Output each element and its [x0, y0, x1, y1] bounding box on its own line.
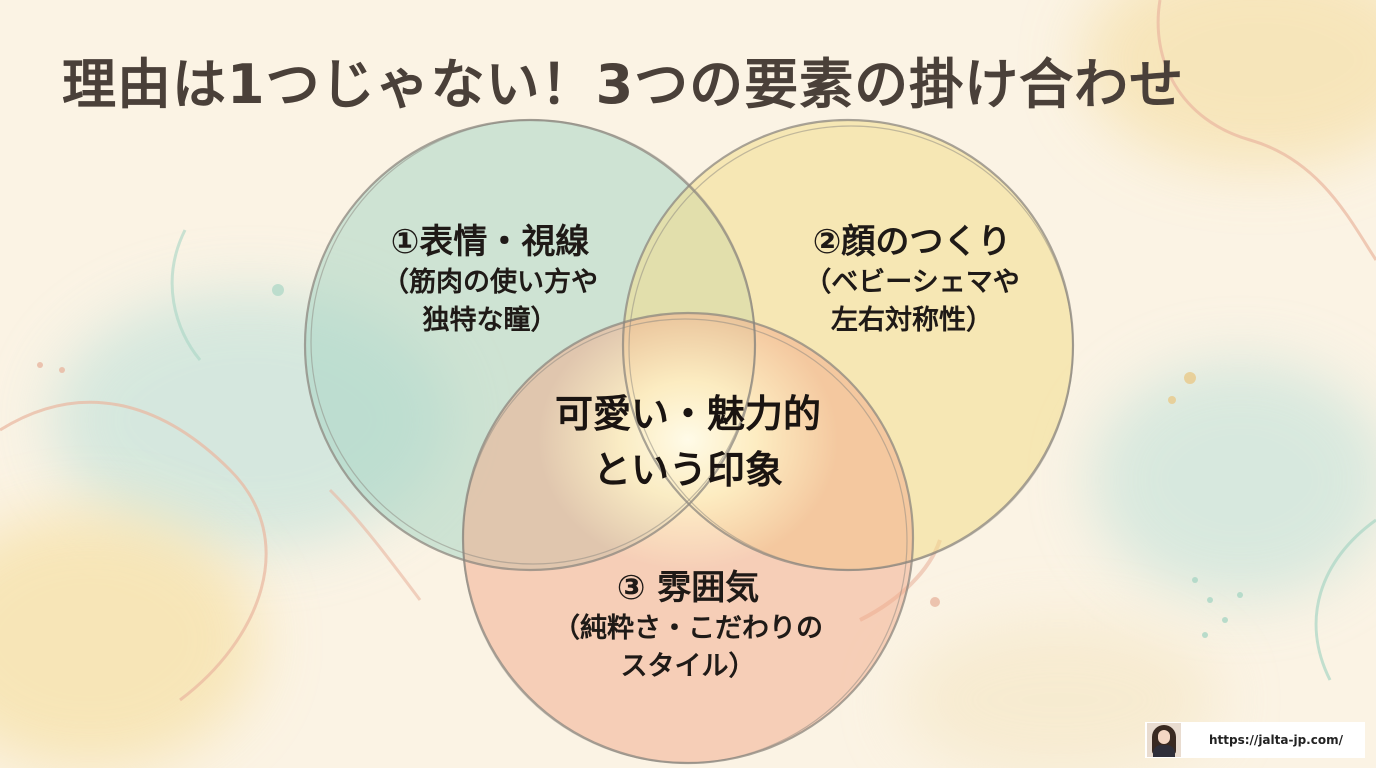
label-atmosphere-heading: ③ 雰囲気: [616, 568, 760, 608]
label-expression-heading: ①表情・視線: [390, 222, 590, 262]
label-expression-detail-line1: （筋肉の使い方や: [382, 267, 598, 298]
page-title: 理由は1つじゃない！3つの要素の掛け合わせ: [62, 53, 1185, 116]
label-atmosphere: ③ 雰囲気 （純粋さ・こだわりの スタイル）: [488, 566, 888, 686]
label-face-structure-detail-line2: 左右対称性）: [831, 305, 993, 336]
site-credit: https://jalta-jp.com/: [1145, 722, 1365, 758]
center-glow: [538, 310, 838, 570]
label-expression-gaze: ①表情・視線 （筋肉の使い方や 独特な瞳）: [290, 220, 690, 340]
center-impression-line2: という印象: [592, 448, 783, 492]
label-expression-detail-line2: 独特な瞳）: [422, 305, 558, 336]
label-atmosphere-detail-line2: スタイル）: [620, 651, 756, 682]
site-url-link[interactable]: https://jalta-jp.com/: [1209, 733, 1343, 747]
center-impression-label: 可愛い・魅力的 という印象: [488, 386, 888, 498]
avatar: [1147, 723, 1181, 757]
venn-outline-atmosphere-sketch: [462, 318, 908, 764]
label-face-structure: ②顔のつくり （ベビーシェマや 左右対称性）: [712, 220, 1112, 340]
label-atmosphere-detail-line1: （純粋さ・こだわりの: [553, 613, 823, 644]
label-face-structure-heading: ②顔のつくり: [812, 222, 1012, 262]
label-face-structure-detail-line1: （ベビーシェマや: [804, 267, 1020, 298]
center-impression-line1: 可愛い・魅力的: [554, 392, 821, 436]
venn-outline-face-structure-sketch: [628, 125, 1074, 571]
venn-outline-expression-sketch: [310, 119, 756, 565]
